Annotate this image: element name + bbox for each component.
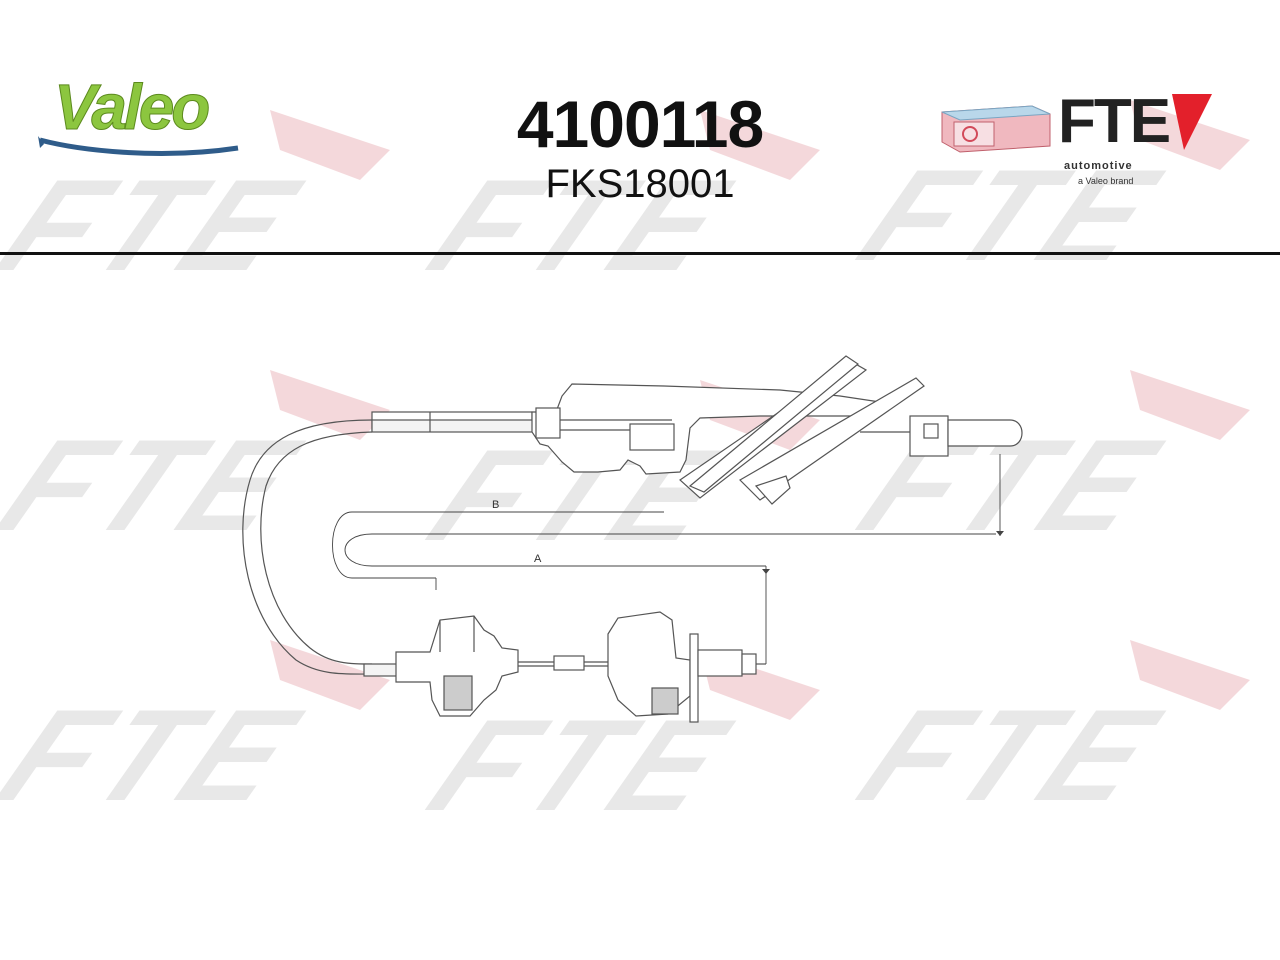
fte-subtitle: automotive — [1064, 160, 1133, 172]
cable-bend — [242, 419, 373, 675]
part-number: 4100118 — [516, 87, 764, 161]
header: Valeo 4100118 FKS18001 FTE automotive a … — [0, 0, 1280, 256]
dimension-b-label: B — [492, 499, 499, 511]
upper-right-assembly — [531, 355, 1023, 505]
clutch-cable-diagram: B A — [242, 355, 1023, 723]
fte-wordmark: FTE — [1058, 87, 1171, 156]
lower-right-fitting — [607, 611, 766, 723]
fte-logo-graphic — [941, 94, 1212, 153]
header-divider — [0, 252, 1280, 255]
valeo-logo — [38, 136, 239, 156]
dimension-a-label: A — [534, 553, 542, 565]
lower-left-fitting — [395, 615, 519, 717]
valeo-wordmark: Valeo — [53, 71, 210, 144]
fte-subtitle-brand: a Valeo brand — [1078, 176, 1134, 186]
dimension-lines — [332, 454, 1004, 664]
secondary-part-number: FKS18001 — [545, 162, 735, 206]
lower-inner-wire — [518, 655, 612, 671]
